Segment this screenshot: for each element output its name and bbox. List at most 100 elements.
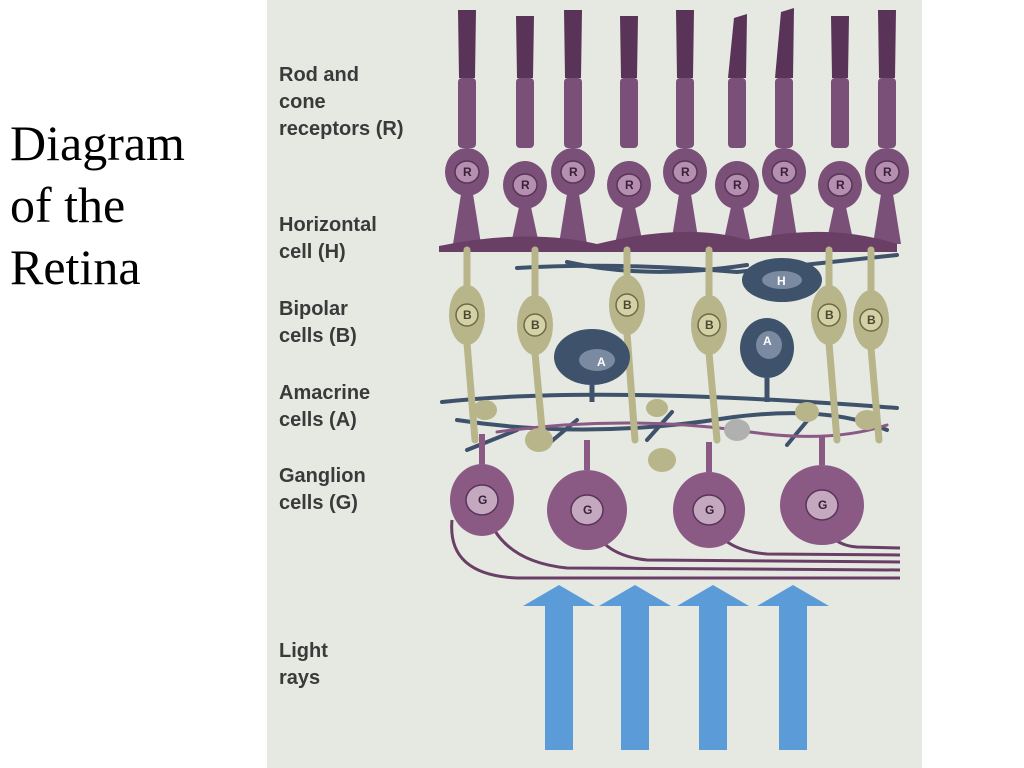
bipolar-dendrite [531, 246, 547, 444]
receptor-terminal [873, 194, 901, 244]
receptor-letter: R [569, 165, 578, 179]
receptor-nucleus [512, 173, 538, 197]
bipolar-nucleus [859, 308, 883, 332]
label-receptors: Rod and cone receptors (R) [279, 62, 449, 143]
receptor-nucleus [560, 160, 586, 184]
receptor-nucleus [874, 160, 900, 184]
bipolar-cell: B [449, 246, 485, 444]
label-ganglion: Ganglion cells (G) [279, 463, 449, 517]
bipolar-nucleus [697, 313, 721, 337]
receptor-outer-segment [676, 10, 694, 78]
receptor-inner-segment [676, 78, 694, 148]
ganglion-nucleus [805, 489, 839, 521]
title-line-3: Retina [10, 239, 141, 295]
bipolar-dendrite [825, 246, 841, 444]
bipolar-letter: B [463, 308, 472, 322]
label-light-rays: Light rays [279, 638, 449, 692]
label-horizontal-line-1: Horizontal [279, 214, 377, 236]
bipolar-terminals [473, 399, 879, 472]
horizontal-cell-nucleus [762, 271, 802, 289]
receptor-inner-segment [620, 78, 638, 148]
horizontal-cell-letter: H [777, 274, 786, 288]
receptor-outer-segment [620, 16, 638, 78]
light-ray-arrow [599, 585, 671, 750]
label-amacrine-line-1: Amacrine [279, 382, 371, 404]
receptor-inner-segment [564, 78, 582, 148]
receptor-nucleus [454, 160, 480, 184]
title-line-1: Diagram [10, 115, 185, 171]
receptor-inner-segment [458, 78, 476, 148]
label-receptors-line-3: receptors (R) [279, 118, 404, 140]
ganglion-nucleus [465, 484, 499, 516]
receptor-nucleus [771, 160, 797, 184]
label-receptors-line-1: Rod and [279, 64, 359, 86]
label-light-line-1: Light [279, 640, 328, 662]
receptor-inner-segment [878, 78, 896, 148]
receptor-terminal [615, 207, 643, 244]
label-receptors-line-2: cone [279, 91, 326, 113]
bipolar-letter: B [867, 313, 876, 327]
terminal-3 [646, 399, 668, 417]
ganglion-letter: G [478, 493, 487, 507]
receptor-letter: R [733, 178, 742, 192]
bipolar-letter: B [623, 298, 632, 312]
bipolar-letter: B [825, 308, 834, 322]
horizontal-process-2 [565, 260, 749, 274]
label-ganglion-line-2: cells (G) [279, 492, 358, 514]
label-light-line-2: rays [279, 667, 321, 689]
terminal-6 [855, 410, 879, 430]
receptor-terminal [770, 194, 798, 244]
receptor-terminal [511, 207, 539, 244]
amacrine-cell-2: A [740, 318, 794, 402]
label-ganglion-line-1: Ganglion [279, 465, 366, 487]
amacrine-cell-1-nucleus [579, 349, 615, 371]
bipolar-nucleus [523, 313, 547, 337]
receptor-outer-segment [458, 10, 476, 78]
horizontal-cell: H [742, 258, 822, 302]
bipolar-cell: B [517, 246, 553, 444]
receptor-cell: R [715, 14, 759, 244]
ganglion-letter: G [705, 503, 714, 517]
terminal-2 [525, 428, 553, 452]
bipolar-dendrite [463, 246, 479, 444]
label-bipolar: Bipolar cells (B) [279, 296, 449, 350]
amacrine-cell-2-nucleus [756, 331, 782, 359]
receptor-inner-segment [516, 78, 534, 148]
light-ray-arrow [757, 585, 829, 750]
receptor-letter: R [681, 165, 690, 179]
receptor-cell: R [445, 10, 489, 244]
label-bipolar-line-2: cells (B) [279, 325, 357, 347]
receptor-letter: R [463, 165, 472, 179]
receptor-nucleus [827, 173, 853, 197]
receptor-cell: R [762, 8, 806, 244]
label-horizontal: Horizontal cell (H) [279, 212, 449, 266]
outer-plexiform-band [439, 231, 897, 252]
receptor-inner-segment [775, 78, 793, 148]
receptor-letter: R [521, 178, 530, 192]
bipolar-letter: B [705, 318, 714, 332]
receptor-outer-segment [564, 10, 582, 78]
receptor-letter: R [625, 178, 634, 192]
light-ray-arrow [523, 585, 595, 750]
receptor-cell: R [865, 10, 909, 244]
ganglion-cell: G [547, 440, 627, 550]
light-ray-arrow [677, 585, 749, 750]
receptor-inner-segment [831, 78, 849, 148]
plexiform-line-1 [440, 392, 899, 410]
bipolar-layer: B B B B B B [449, 246, 889, 444]
light-ray-arrows [523, 585, 829, 750]
ganglion-nucleus [692, 494, 726, 526]
amacrine-cell-1: A [554, 329, 630, 402]
receptor-nucleus [616, 173, 642, 197]
plexiform-line-3 [465, 410, 814, 452]
receptor-inner-segment [728, 78, 746, 148]
receptor-terminal [723, 207, 751, 244]
axon-5 [450, 519, 900, 580]
terminal-5 [795, 402, 819, 422]
receptor-letter: R [883, 165, 892, 179]
terminal-1 [473, 400, 497, 420]
receptor-nucleus [672, 160, 698, 184]
